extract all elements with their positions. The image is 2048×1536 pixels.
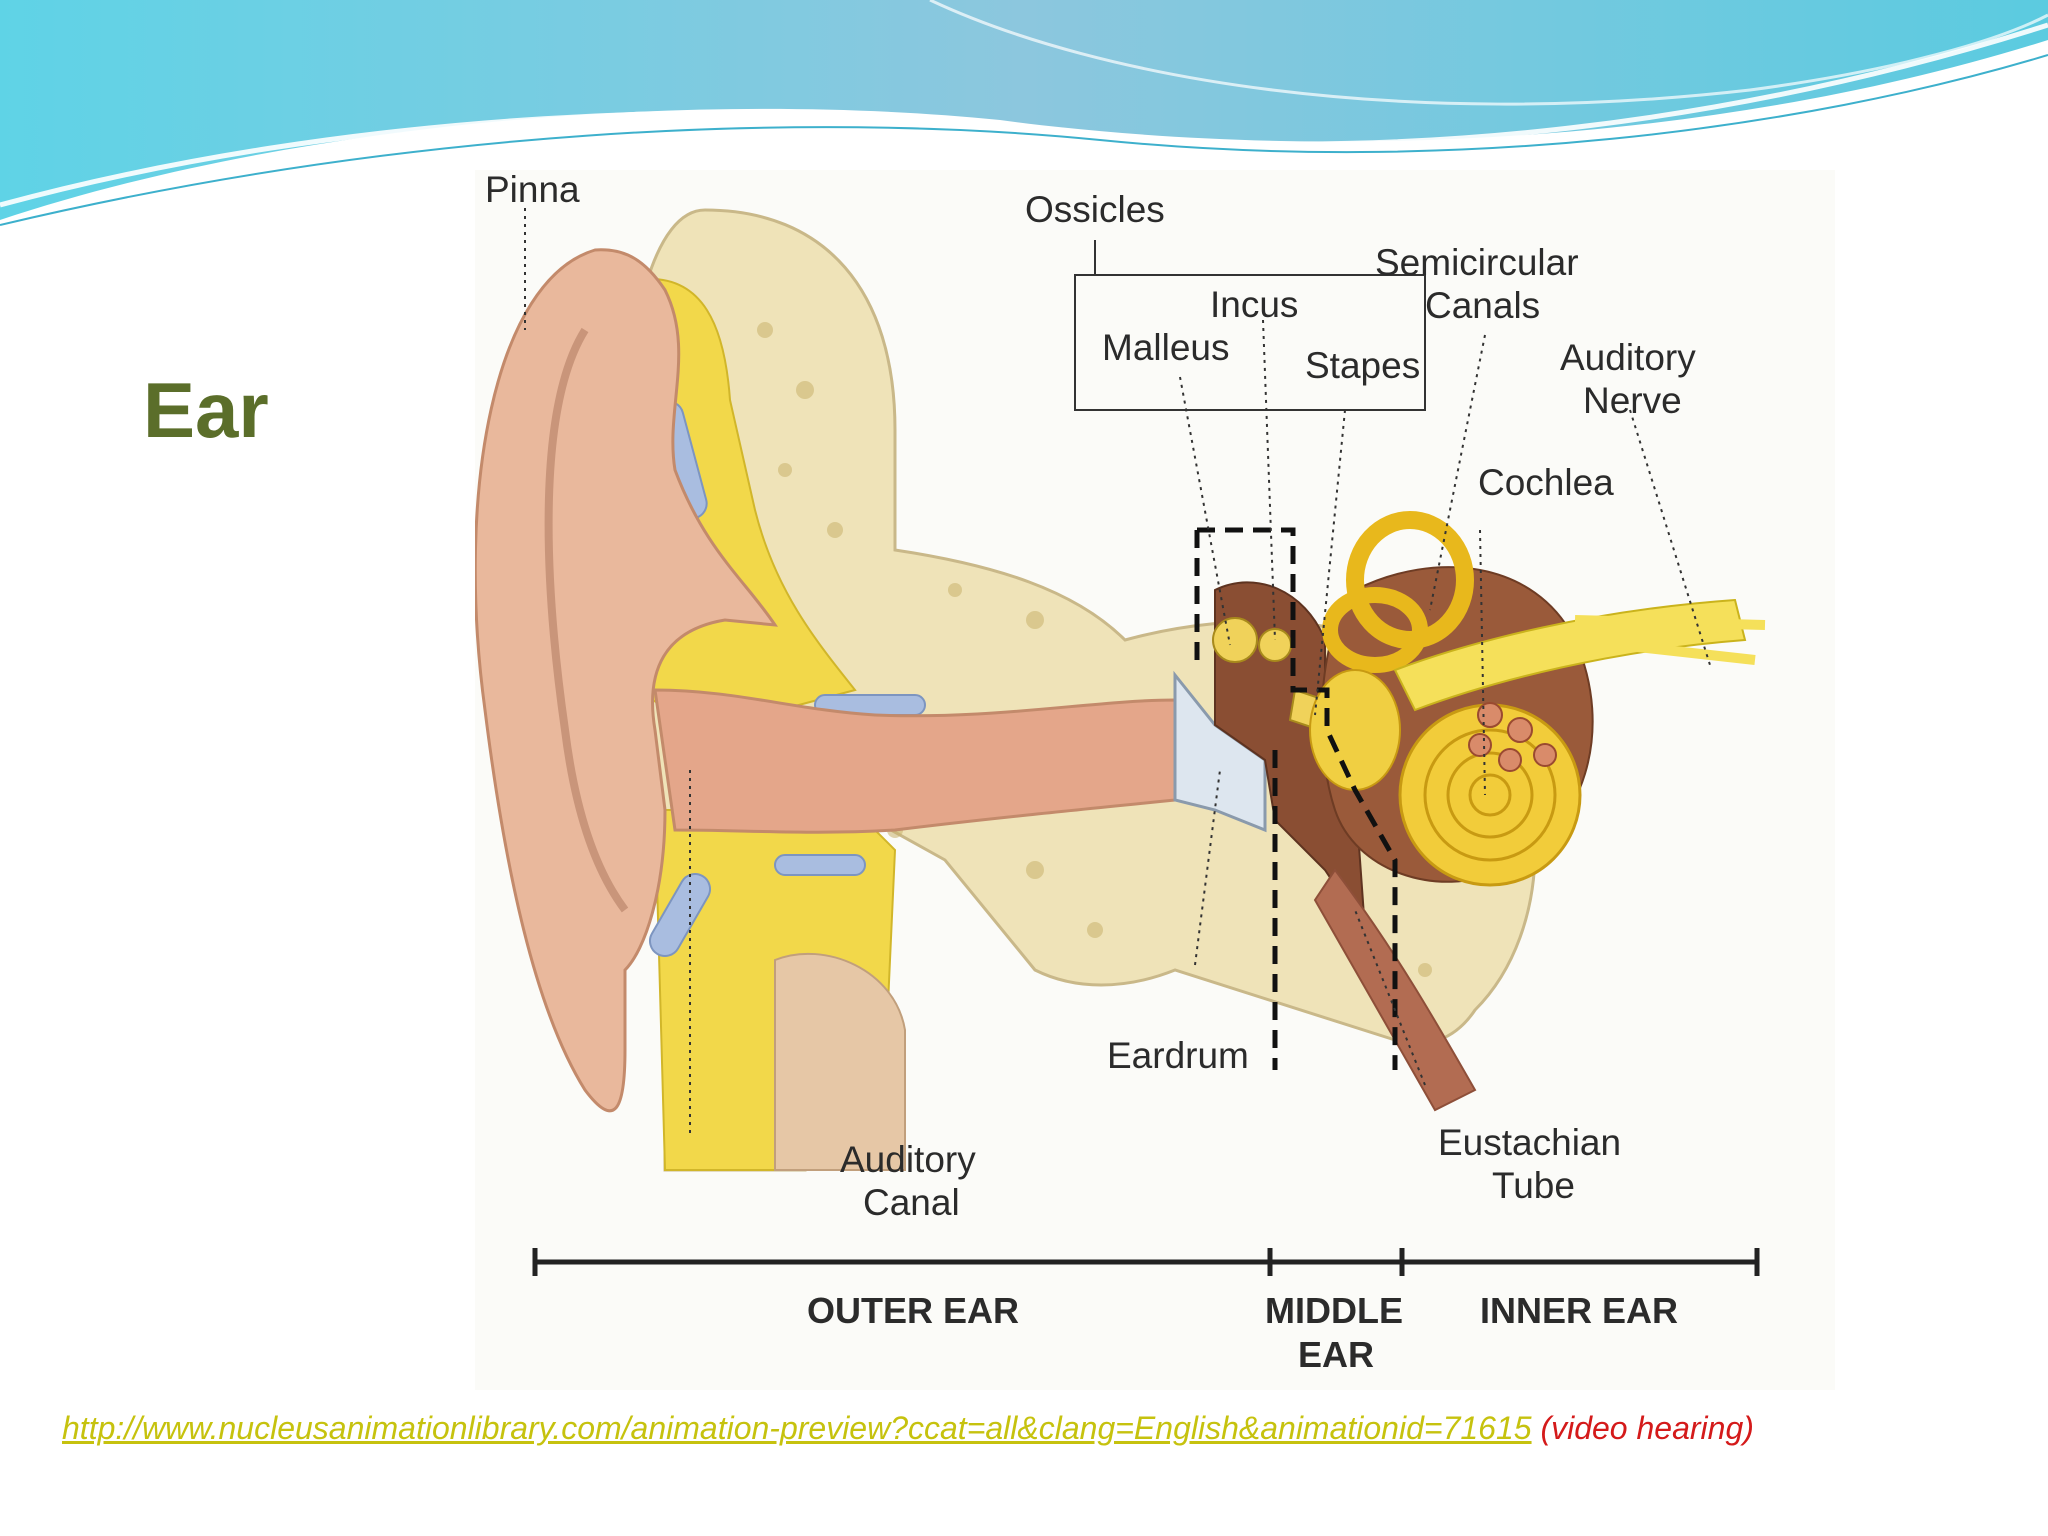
section-outer-ear: OUTER EAR xyxy=(807,1290,1019,1331)
eustachian-tube-shape xyxy=(1313,868,1477,1112)
leader-lines xyxy=(524,208,1711,1135)
label-semicircular-line1: Semicircular xyxy=(1375,242,1579,283)
section-inner-ear: INNER EAR xyxy=(1480,1290,1678,1331)
label-pinna: Pinna xyxy=(485,170,580,210)
nerve-fibers xyxy=(1574,615,1766,665)
label-eardrum: Eardrum xyxy=(1107,1035,1249,1076)
label-auditory-canal-line2: Canal xyxy=(863,1182,960,1223)
label-stapes: Stapes xyxy=(1305,345,1420,386)
ossicles-box xyxy=(1074,274,1426,411)
label-malleus: Malleus xyxy=(1102,327,1230,368)
gland xyxy=(774,952,906,1171)
section-middle-ear-line2: EAR xyxy=(1298,1334,1374,1375)
label-auditory-canal-line1: Auditory xyxy=(840,1139,976,1180)
label-auditory-nerve-line1: Auditory xyxy=(1560,337,1696,378)
slide-title: Ear xyxy=(143,366,269,454)
middle-ear-cavity xyxy=(1214,581,1367,934)
label-incus: Incus xyxy=(1210,284,1298,325)
source-link[interactable]: http://www.nucleusanimationlibrary.com/a… xyxy=(62,1410,1532,1446)
label-auditory-nerve-line2: Nerve xyxy=(1583,380,1682,421)
section-middle-ear-line1: MIDDLE xyxy=(1265,1290,1403,1331)
ear-anatomy-diagram: Pinna Ossicles Incus Malleus Stapes Semi… xyxy=(475,170,1835,1390)
section-scale-bar xyxy=(532,1248,1760,1276)
header-wave-decoration xyxy=(0,0,2048,226)
label-eustachian-line1: Eustachian xyxy=(1438,1122,1621,1163)
label-semicircular-line2: Canals xyxy=(1425,285,1540,326)
source-note: (video hearing) xyxy=(1540,1410,1754,1446)
label-ossicles: Ossicles xyxy=(1025,189,1165,230)
middle-ear-boundary xyxy=(1194,527,1398,1070)
anatomy-labels: Pinna Ossicles Incus Malleus Stapes Semi… xyxy=(485,170,1696,1223)
label-eustachian-line2: Tube xyxy=(1492,1165,1575,1206)
label-cochlea: Cochlea xyxy=(1478,462,1614,503)
source-footer: http://www.nucleusanimationlibrary.com/a… xyxy=(62,1410,1754,1447)
pinna-inner-fold xyxy=(544,327,629,913)
